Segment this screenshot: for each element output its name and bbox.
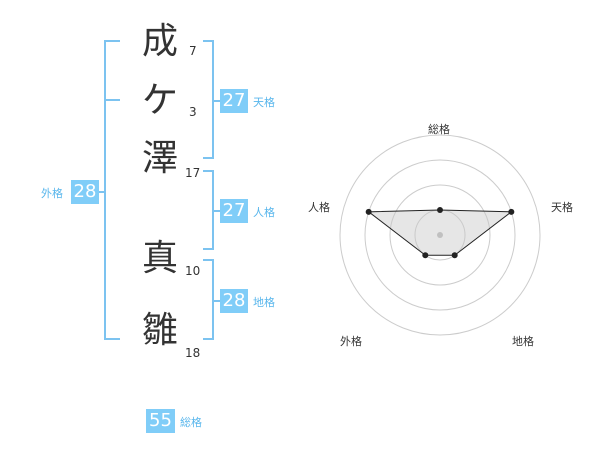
radar-point-総格: [437, 207, 443, 213]
radar-axis-gaikaku: 外格: [340, 335, 362, 348]
char-1-strokes: 7: [189, 44, 197, 58]
char-2: ケ: [141, 80, 178, 121]
radar-point-天格: [508, 208, 515, 215]
char-5-strokes: 18: [185, 346, 201, 360]
radar-ring-2: [389, 184, 491, 286]
char-2-strokes: 3: [189, 105, 197, 119]
tenkaku-label: 天格: [253, 96, 275, 109]
radar-points: [365, 207, 515, 259]
chikaku-label: 地格: [253, 296, 275, 309]
jinkaku-bracket: [203, 170, 214, 250]
char-4: 真: [141, 238, 178, 279]
radar-ring-4: [339, 134, 541, 336]
char-3: 澤: [141, 138, 178, 179]
radar-point-人格: [365, 208, 372, 215]
chikaku-bracket: [203, 259, 214, 340]
radar-axis-tenkaku: 天格: [551, 201, 573, 214]
radar-chart: [339, 134, 541, 336]
radar-axis-soukaku: 総格: [428, 123, 450, 136]
soukaku-value: 55: [146, 409, 175, 433]
radar-axis-jinkaku: 人格: [308, 201, 330, 214]
chikaku-value: 28: [220, 289, 248, 313]
char-1: 成: [141, 21, 178, 62]
char-3-strokes: 17: [185, 166, 201, 180]
gaikaku-value: 28: [71, 180, 99, 204]
radar-ring-3: [364, 159, 516, 311]
soukaku-label: 総格: [180, 416, 202, 429]
jinkaku-label: 人格: [253, 206, 275, 219]
gaikaku-label: 外格: [41, 187, 63, 200]
char-4-strokes: 10: [185, 264, 201, 278]
jinkaku-value: 27: [220, 199, 248, 223]
gaikaku-bracket: [104, 40, 120, 340]
radar-value-polygon: [367, 209, 513, 256]
radar-point-外格: [422, 252, 429, 259]
tenkaku-bracket: [203, 40, 214, 159]
radar-point-地格: [451, 252, 458, 259]
radar-rings: [339, 134, 541, 336]
radar-axis-chikaku: 地格: [512, 335, 534, 348]
radar-center: [437, 232, 443, 238]
tenkaku-value: 27: [220, 89, 248, 113]
char-5: 雛: [141, 310, 178, 351]
